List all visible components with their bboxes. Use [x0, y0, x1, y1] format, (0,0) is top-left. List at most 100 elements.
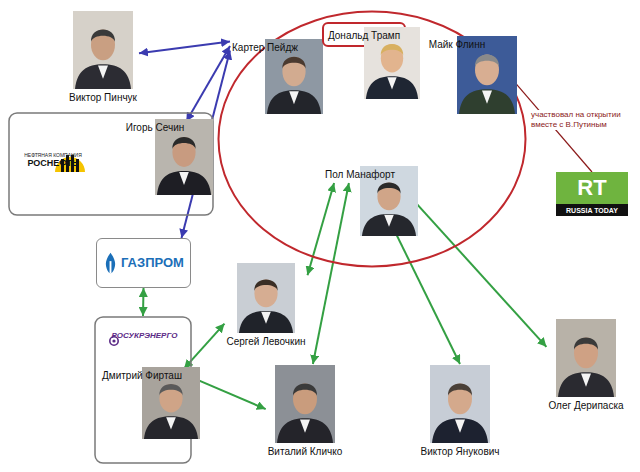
logo-subtitle: НЕФТЯНАЯ КОМПАНИЯ — [24, 152, 82, 158]
portrait-hair — [448, 383, 472, 395]
logo-name: RT — [556, 172, 628, 204]
portrait — [73, 11, 133, 89]
portrait-frame — [237, 263, 295, 333]
portrait-ground — [73, 11, 133, 89]
portrait-body — [239, 311, 293, 333]
person-card: Виктор Янукович — [418, 364, 501, 460]
portrait-hair — [254, 280, 277, 291]
portrait-body — [157, 171, 211, 195]
portrait-collar — [300, 419, 310, 432]
connector — [184, 324, 225, 369]
portrait-hair — [475, 54, 499, 66]
portrait-collar — [166, 417, 176, 429]
person-name: Олег Дерипаска — [548, 400, 623, 412]
logo-name: ГАЗПРОМ — [121, 255, 184, 271]
person-card: Виталий Кличко — [266, 364, 345, 460]
person-name: Виталий Кличко — [268, 446, 343, 458]
portrait-hair — [159, 384, 182, 395]
portrait-body — [558, 372, 614, 397]
portrait-ground — [430, 365, 490, 443]
channel-logo: RT RUSSIA TODAY — [556, 172, 628, 216]
flame-shape — [106, 253, 115, 274]
person-name: Виктор Янукович — [420, 446, 499, 458]
portrait-body — [267, 90, 321, 114]
portrait-frame — [556, 319, 616, 397]
portrait-hair — [282, 57, 305, 69]
connector — [313, 183, 349, 364]
portrait-head — [475, 54, 499, 85]
portrait-collar — [387, 77, 396, 89]
portrait-hair — [381, 44, 403, 55]
person-card: Дмитрий Фирташ — [100, 366, 184, 384]
person-card: Виктор Пинчук — [67, 10, 139, 106]
portrait-frame — [430, 365, 490, 443]
portrait-hair — [91, 29, 115, 41]
person-card: Пол Манафорт — [323, 165, 397, 183]
person-name: Пол Манафорт — [325, 169, 395, 181]
portrait-collar — [482, 90, 492, 103]
portrait-collar — [98, 65, 108, 78]
portrait-frame — [73, 11, 133, 89]
person-name: Майк Флинн — [429, 39, 485, 51]
portrait — [556, 319, 616, 397]
portrait-body — [459, 89, 515, 114]
portrait-collar — [261, 312, 271, 324]
portrait-collar — [289, 91, 299, 104]
portrait-hair — [377, 183, 400, 194]
portrait-collar — [179, 172, 189, 185]
portrait-body — [75, 64, 131, 89]
group-box: РОСУКРЭНЕРГО Дмитрий Фирташ — [94, 316, 192, 464]
portrait-collar — [581, 373, 591, 386]
logo-emblem — [103, 251, 118, 275]
company-logo: ГАЗПРОМ — [96, 238, 191, 288]
portrait-head — [172, 137, 195, 167]
group-rect — [9, 113, 213, 215]
portrait-body — [277, 418, 333, 443]
portrait-frame — [275, 365, 335, 443]
portrait-head — [91, 29, 115, 60]
portrait-hair — [172, 137, 195, 149]
logo-name: РОСУКРЭНЕРГО — [112, 331, 178, 341]
logo-strip: RUSSIA TODAY — [556, 204, 628, 216]
company-logo: РОСУКРЭНЕРГО — [100, 324, 186, 348]
portrait-head — [574, 337, 598, 368]
logo-subtitle: RUSSIA TODAY — [566, 206, 618, 215]
portrait-head — [377, 183, 400, 211]
person-card: Майк Флинн — [427, 35, 487, 53]
portrait-head — [159, 384, 182, 412]
person-name: Виктор Пинчук — [69, 92, 137, 104]
portrait — [430, 365, 490, 443]
person-name: Сергей Левочкин — [226, 336, 305, 348]
connector — [397, 182, 546, 347]
logo-name: РОСНЕФТЬ — [27, 158, 78, 169]
portrait-head — [381, 44, 403, 72]
highlighted-person-card: Дональд Трамп — [322, 22, 406, 47]
person-card: Картер Пейдж — [230, 38, 300, 56]
person-name: Картер Пейдж — [232, 42, 298, 54]
person-name: Игорь Сечин — [126, 122, 185, 134]
portrait — [237, 263, 295, 333]
portrait-hair — [574, 337, 598, 349]
connector — [142, 288, 145, 316]
group-ellipse — [219, 12, 526, 267]
connector — [139, 42, 230, 54]
person-card: Олег Дерипаска — [546, 318, 625, 414]
portrait-head — [448, 383, 472, 414]
portrait — [275, 365, 335, 443]
company-logo: НЕФТЯНАЯ КОМПАНИЯРОСНЕФТЬ — [18, 128, 88, 190]
portrait-collar — [455, 419, 465, 432]
person-name: Дональд Трамп — [328, 30, 400, 42]
person-card: Игорь Сечин — [124, 118, 187, 136]
flame-line — [110, 261, 112, 273]
portrait-body — [366, 76, 418, 99]
person-name: Дмитрий Фирташ — [102, 370, 182, 382]
portrait-ground — [237, 263, 295, 333]
portrait-head — [254, 280, 277, 308]
portrait-hair — [293, 383, 317, 395]
portrait-collar — [384, 215, 394, 227]
portrait-ground — [275, 365, 335, 443]
person-card: Сергей Левочкин — [224, 262, 307, 350]
gazprom-flame — [103, 251, 118, 275]
